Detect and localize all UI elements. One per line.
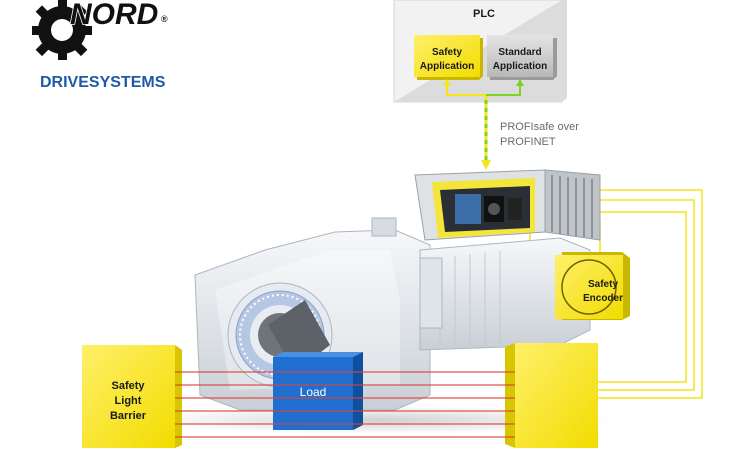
logo-registered-mark: ® <box>161 14 168 24</box>
plc-bus-connections <box>443 79 524 96</box>
load-label: Load <box>300 385 327 399</box>
gear-icon <box>32 0 92 60</box>
drive-control-panel <box>432 178 535 238</box>
safety-encoder: Safety Encoder <box>555 252 630 320</box>
logo-brand-text: NORD <box>70 0 158 31</box>
light-barrier-label-1: Safety <box>111 380 145 392</box>
nord-logo: NORD ® DRIVESYSTEMS <box>32 0 168 91</box>
bus-label-line-1: PROFIsafe over <box>500 121 579 133</box>
standard-application-label-1: Standard <box>498 47 541 58</box>
plc-title: PLC <box>473 8 495 20</box>
encoder-label-2: Encoder <box>583 293 623 304</box>
light-barrier-label-2: Light <box>115 395 142 407</box>
encoder-label-1: Safety <box>588 279 618 290</box>
light-barrier-label-3: Barrier <box>110 410 147 422</box>
profisafe-link <box>481 96 491 170</box>
safety-application-label-2: Application <box>420 61 474 72</box>
bus-label-line-2: PROFINET <box>500 136 556 148</box>
safety-application-label-1: Safety <box>432 47 462 58</box>
load-block: Load <box>273 352 363 430</box>
logo-subtitle: DRIVESYSTEMS <box>40 74 166 91</box>
light-barrier-receiver <box>505 343 598 448</box>
light-barrier-emitter: Safety Light Barrier <box>82 345 182 448</box>
standard-application-label-2: Application <box>493 61 547 72</box>
safety-application-block: Safety Application <box>414 35 483 80</box>
standard-application-block: Standard Application <box>487 35 557 80</box>
gear-motor-illustration <box>140 169 620 434</box>
light-beams <box>175 371 515 438</box>
